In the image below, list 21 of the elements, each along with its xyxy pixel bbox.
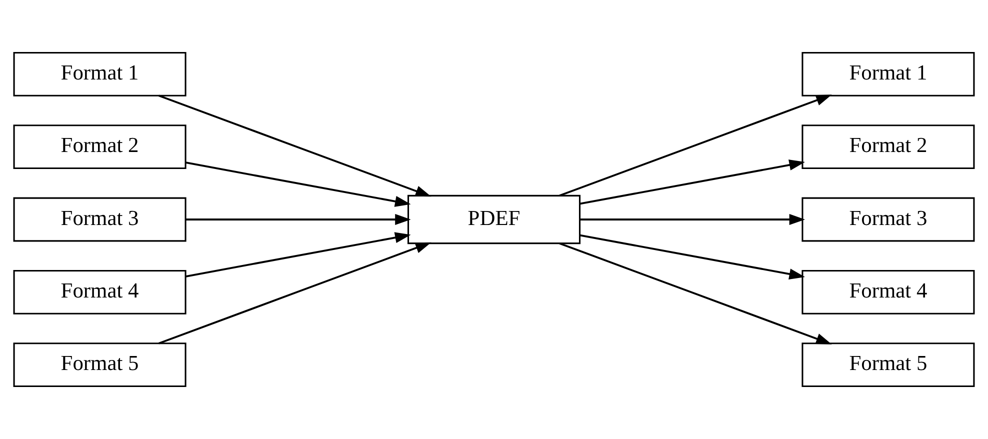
arrow <box>158 94 432 197</box>
arrow <box>580 160 805 205</box>
node-box: Format 5 <box>13 342 186 387</box>
node-box: Format 4 <box>802 270 975 314</box>
node-box: Format 3 <box>802 197 975 242</box>
arrow <box>559 242 832 344</box>
node-box: Format 1 <box>802 52 975 96</box>
node-box: PDEF <box>407 194 581 244</box>
arrow <box>186 232 411 278</box>
node-box: Format 5 <box>802 342 975 387</box>
node-box: Format 2 <box>802 124 975 170</box>
arrow <box>186 162 411 207</box>
arrow <box>559 94 832 197</box>
arrow <box>580 214 806 226</box>
arrow <box>186 214 411 226</box>
node-box: Format 2 <box>13 124 186 170</box>
node-box: Format 4 <box>13 270 186 314</box>
arrow <box>580 234 805 280</box>
node-box: Format 1 <box>13 52 186 96</box>
arrow <box>158 242 432 344</box>
node-box: Format 3 <box>13 197 186 242</box>
